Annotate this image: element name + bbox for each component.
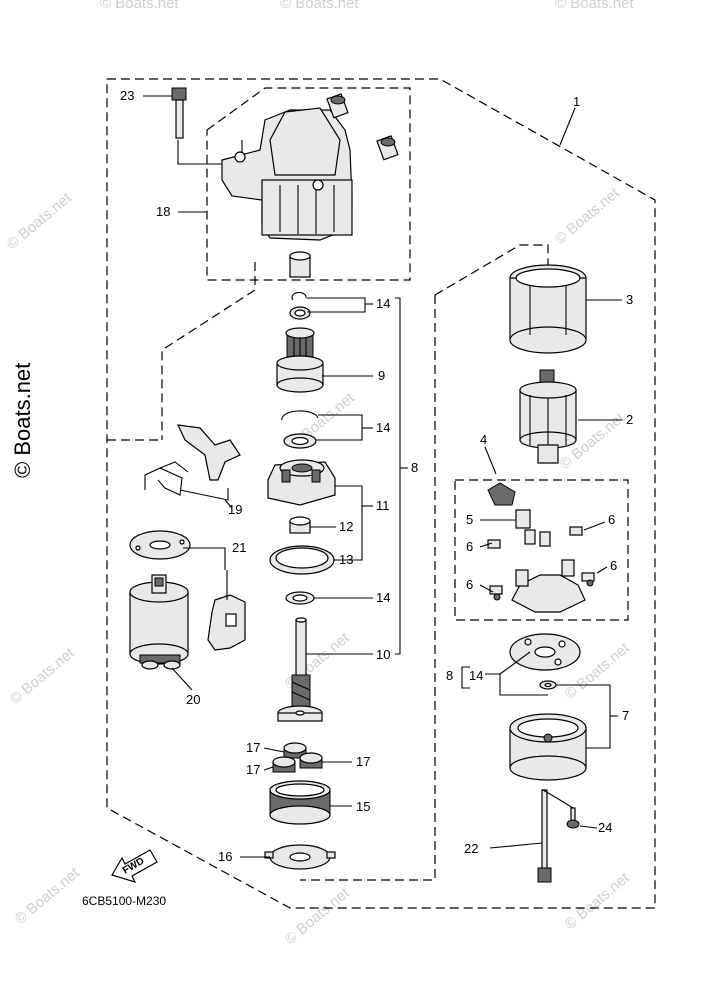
callout-13: 13 (339, 552, 353, 567)
dash-line (161, 262, 256, 440)
pinion-9 (276, 327, 324, 393)
callout-4: 4 (480, 432, 487, 447)
callout-17b: 17 (356, 754, 370, 769)
callout-6b: 6 (466, 539, 473, 554)
washer-14-low (285, 591, 315, 605)
callout-22: 22 (464, 841, 478, 856)
callout-3: 3 (626, 292, 633, 307)
internal-gear-15 (269, 780, 331, 825)
callout-20: 20 (186, 692, 200, 707)
dash-line (434, 244, 549, 296)
callout-6d: 6 (466, 577, 473, 592)
callout-19: 19 (228, 502, 242, 517)
callout-15: 15 (356, 799, 370, 814)
watermark-text: © Boats.net (280, 0, 359, 12)
watermark-text: © Boats.net (555, 0, 634, 12)
callout-12: 12 (339, 519, 353, 534)
gasket-21 (129, 530, 191, 560)
watermark-text: © Boats.net (100, 0, 179, 12)
yoke-3 (509, 264, 587, 354)
callout-18: 18 (156, 204, 170, 219)
watermark-text: © Boats.net (7, 644, 79, 708)
callout-8a: 8 (411, 460, 418, 475)
bushing-12 (289, 516, 311, 534)
callout-16: 16 (218, 849, 232, 864)
washer-14-top (289, 306, 311, 320)
group-box-4 (454, 479, 629, 621)
assembly-boundary-1 (106, 78, 656, 909)
callout-14a: 14 (376, 296, 390, 311)
watermark-main: © Boats.net (10, 363, 35, 478)
callout-8b: 8 (446, 668, 453, 683)
callout-9: 9 (378, 368, 385, 383)
callout-1: 1 (573, 94, 580, 109)
watermark-text: © Boats.net (552, 184, 624, 248)
circlip-14-top (291, 291, 307, 301)
washer-14-mid (283, 433, 317, 449)
screw-24 (542, 789, 580, 829)
plate-16 (264, 844, 336, 870)
callout-10: 10 (376, 647, 390, 662)
callout-5: 5 (466, 512, 473, 527)
armature-2 (519, 369, 577, 464)
group-box-18 (206, 87, 411, 281)
starter-housing-18 (221, 93, 399, 278)
end-cover-7 (509, 713, 587, 781)
plate-14-right (509, 633, 581, 671)
shaft-10 (277, 617, 323, 722)
circlip-14-mid (281, 410, 319, 421)
dash-line (300, 295, 436, 881)
through-bolt-22 (537, 789, 552, 883)
solenoid-20 (129, 574, 193, 691)
callout-24: 24 (598, 820, 612, 835)
callout-2: 2 (626, 412, 633, 427)
washer-7 (539, 680, 557, 690)
callout-23: 23 (120, 88, 134, 103)
leader-lines (143, 95, 622, 858)
bolt-23 (171, 87, 243, 165)
callout-14c: 14 (376, 590, 390, 605)
callout-6a: 6 (608, 512, 615, 527)
callout-labels: 23 1 18 3 14 9 2 14 4 8 11 19 5 6 12 6 2… (120, 88, 633, 864)
callout-14d: 14 (469, 668, 483, 683)
bracket-11 (267, 459, 336, 506)
callout-21: 21 (232, 540, 246, 555)
callout-17c: 17 (246, 762, 260, 777)
diagram-code: 6CB5100-M230 (82, 894, 166, 908)
callout-11: 11 (376, 498, 390, 513)
callout-7: 7 (622, 708, 629, 723)
ring-13 (269, 545, 335, 575)
brush-holder-4 (487, 482, 595, 613)
watermark-text: © Boats.net (4, 189, 76, 253)
bracket-21 (183, 547, 246, 651)
callout-6c: 6 (610, 558, 617, 573)
fwd-arrow-icon: FWD (111, 849, 158, 883)
callout-17a: 17 (246, 740, 260, 755)
watermark-text: © Boats.net (282, 884, 354, 948)
planet-gears-17 (272, 742, 323, 773)
lever-19 (144, 424, 241, 501)
watermark-text: © Boats.net (12, 864, 84, 928)
watermark-text: © Boats.net (562, 869, 634, 933)
callout-14b: 14 (376, 420, 390, 435)
